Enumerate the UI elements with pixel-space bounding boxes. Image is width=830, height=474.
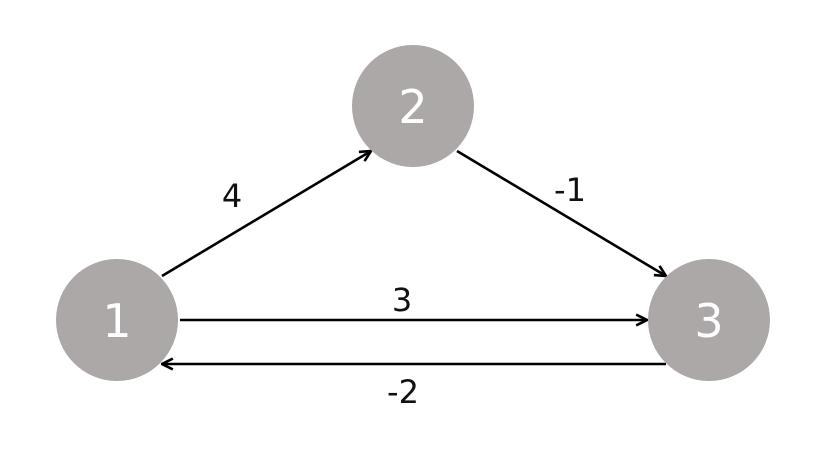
node-3-circle — [648, 259, 770, 381]
node-2: 2 — [352, 45, 474, 167]
node-1-circle — [56, 259, 178, 381]
edge-weight-1-3: 3 — [392, 281, 412, 319]
node-1-label: 1 — [102, 294, 131, 348]
node-2-label: 2 — [398, 80, 427, 134]
node-3-label: 3 — [694, 294, 723, 348]
edge-weight-3-1: -2 — [387, 373, 419, 411]
node-1: 1 — [56, 259, 178, 381]
edge-2-to-3 — [456, 149, 666, 276]
node-2-circle — [352, 45, 474, 167]
edge-1-to-2 — [161, 151, 371, 278]
edge-weight-1-2: 4 — [222, 177, 242, 215]
node-3: 3 — [648, 259, 770, 381]
edge-weight-2-3: -1 — [554, 171, 586, 209]
